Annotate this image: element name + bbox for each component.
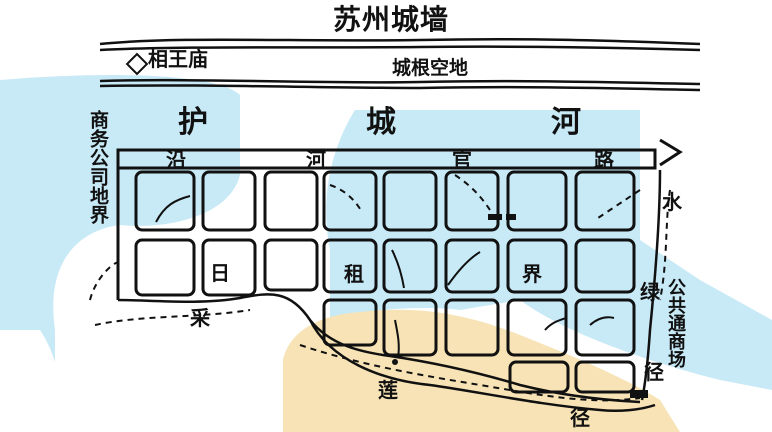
left-path-label-2: 采 <box>190 306 210 330</box>
map-title: 苏州城墙 <box>333 3 450 36</box>
road-label-2: 河 <box>306 148 326 172</box>
left-path-label-1: 日 <box>210 261 230 285</box>
center-block-label: 租 <box>344 262 364 286</box>
right-company-label: 公共通商场 <box>665 278 686 368</box>
water-overlay <box>0 75 772 432</box>
canal-lines <box>117 169 662 413</box>
sand-overlay <box>283 309 680 432</box>
right-block-label: 界 <box>522 262 542 286</box>
moat-label-1: 护 <box>178 105 208 140</box>
right-path-label-1: 水 <box>662 190 682 214</box>
city-wall <box>99 37 701 92</box>
city-blocks <box>134 170 636 394</box>
left-company-label: 商务公司地界 <box>87 110 109 224</box>
right-path-label-3: 径 <box>644 360 664 384</box>
road-label-3: 官 <box>452 148 472 172</box>
road-label-4: 路 <box>594 148 614 172</box>
moat-label-3: 河 <box>551 105 581 140</box>
wall-land-label: 城根空地 <box>392 57 469 79</box>
bottom-label-2: 径 <box>570 406 590 430</box>
right-path-label-2: 绿 <box>640 280 660 304</box>
temple-label: 相王庙 <box>148 47 208 71</box>
moat-label-2: 城 <box>366 105 396 140</box>
markers <box>392 214 648 398</box>
road-grid <box>116 138 683 300</box>
bottom-label-1: 莲 <box>378 378 398 402</box>
dashed-paths <box>89 174 671 402</box>
road-label-1: 沿 <box>166 148 186 172</box>
block-details <box>155 195 615 359</box>
